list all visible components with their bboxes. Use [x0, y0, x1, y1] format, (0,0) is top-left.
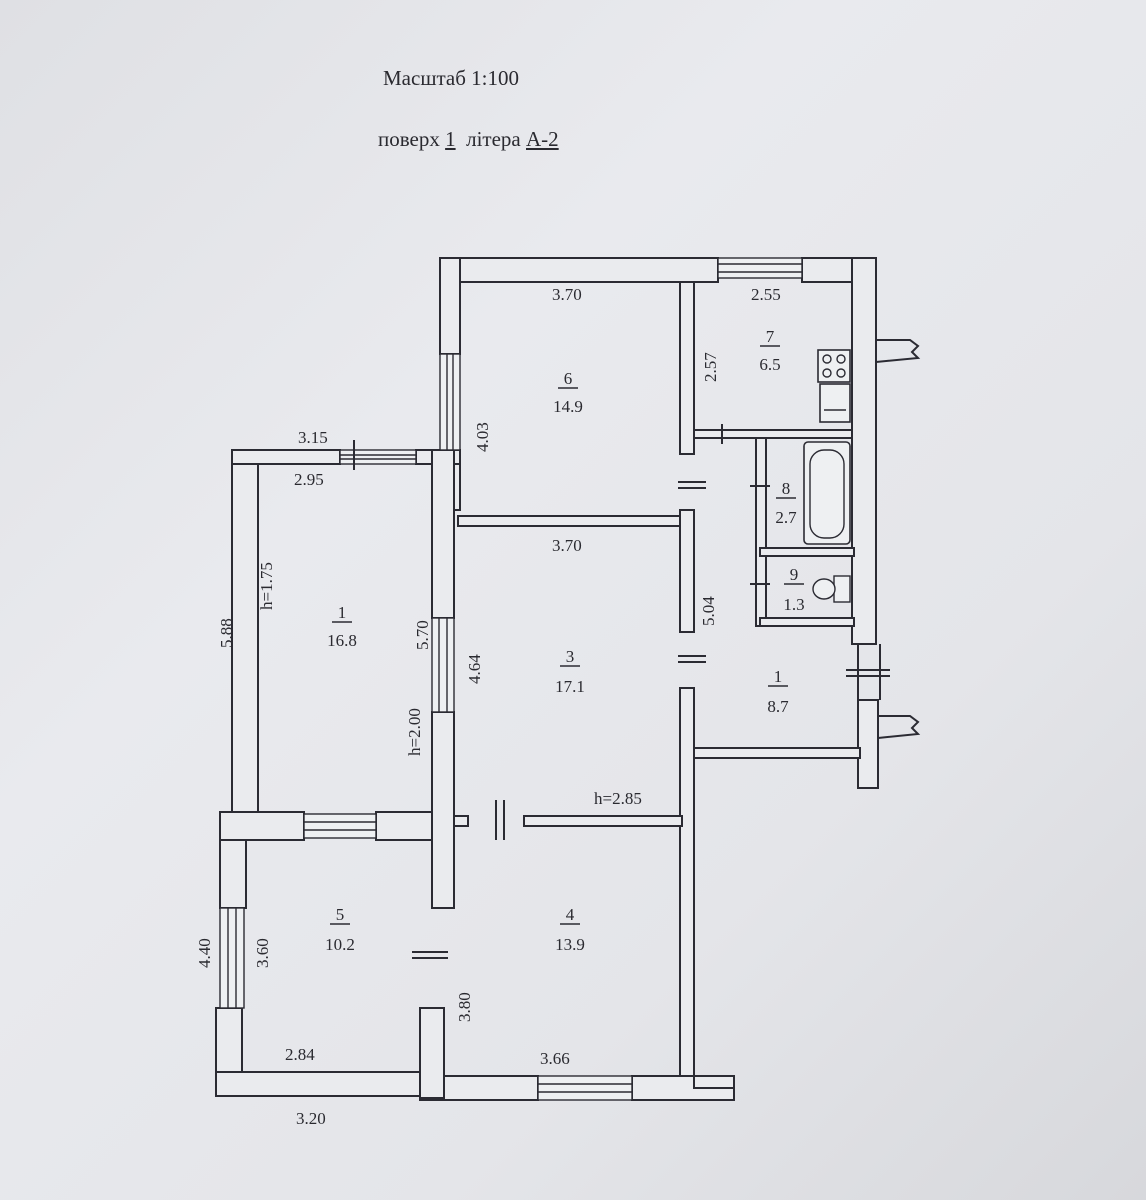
- dim-room6-top: 3.70: [552, 285, 582, 304]
- exterior-walls: [215, 257, 879, 1101]
- window-room1-top: [339, 449, 417, 465]
- letter-label: літера: [466, 127, 521, 151]
- window-room7: [717, 257, 803, 279]
- wall-center-lower: [419, 1007, 445, 1099]
- svg-text:1.3: 1.3: [783, 595, 804, 614]
- svg-text:16.8: 16.8: [327, 631, 357, 650]
- svg-text:9: 9: [790, 565, 799, 584]
- dim-room4-bottom: 3.66: [540, 1049, 570, 1068]
- window-room6-left: [439, 353, 461, 451]
- partition-vertical-middle: [679, 509, 695, 633]
- partition-room7-bottom: [693, 429, 853, 439]
- floor-letter-line: поверх 1 літера А-2: [378, 127, 559, 152]
- dim-corridor-side: 5.04: [699, 596, 718, 626]
- dim-room5-bottom: 2.84: [285, 1045, 315, 1064]
- window-room4-bottom: [537, 1075, 633, 1101]
- room-label-5: 5 10.2: [325, 905, 355, 954]
- entrance-outline: [733, 339, 921, 1100]
- toilet-icon: [812, 575, 851, 603]
- room-label-9: 9 1.3: [783, 565, 804, 614]
- dim-room6-side: 4.03: [473, 422, 492, 452]
- svg-text:3: 3: [566, 647, 575, 666]
- scale-title: Масштаб 1:100: [383, 66, 520, 90]
- room-label-8: 8 2.7: [775, 479, 797, 527]
- wall-room1-room5-left: [219, 811, 305, 841]
- dim-room1-inner-top: 2.95: [294, 470, 324, 489]
- partition-room3-room4-left: [453, 815, 469, 827]
- svg-text:1: 1: [338, 603, 347, 622]
- partition-corridor-bottom: [693, 747, 861, 759]
- partition-vertical-lower: [679, 687, 695, 1077]
- svg-text:6: 6: [564, 369, 573, 388]
- dim-room1-outer-side: 5.88: [217, 618, 236, 648]
- svg-text:4: 4: [566, 905, 575, 924]
- svg-text:6.5: 6.5: [759, 355, 780, 374]
- svg-text:13.9: 13.9: [555, 935, 585, 954]
- svg-text:8: 8: [782, 479, 791, 498]
- dim-room3-top: 3.70: [552, 536, 582, 555]
- dim-room1-height: h=1.75: [257, 562, 276, 610]
- dim-room4-side: 3.80: [455, 992, 474, 1022]
- dim-room7-side: 2.57: [701, 352, 720, 382]
- wall-top-room1-left: [231, 449, 341, 465]
- door-marks: [353, 424, 890, 959]
- interior-walls: [453, 281, 861, 1089]
- svg-text:8.7: 8.7: [767, 697, 789, 716]
- dim-room3-side: 4.64: [465, 654, 484, 684]
- partition-bathroom-left: [755, 437, 767, 627]
- stove-icon: [817, 349, 851, 383]
- dim-room5-inner-side: 3.60: [253, 938, 272, 968]
- wall-top-room6: [439, 257, 719, 283]
- wall-left-room1: [231, 449, 259, 813]
- dim-room1-inner-side: 5.70: [413, 620, 432, 650]
- svg-text:5: 5: [336, 905, 345, 924]
- room-label-1-corridor: 1 8.7: [767, 667, 789, 716]
- partition-wc-bottom: [759, 617, 855, 627]
- wall-left-room6-top: [439, 257, 461, 355]
- svg-text:1: 1: [774, 667, 783, 686]
- dim-window-height: h=2.00: [405, 708, 424, 756]
- wall-center-upper: [431, 449, 455, 619]
- svg-text:10.2: 10.2: [325, 935, 355, 954]
- dim-room3-height: h=2.85: [594, 789, 642, 808]
- wall-center-middle: [431, 711, 455, 909]
- partition-bath-wc: [759, 547, 855, 557]
- partition-vertical-upper: [679, 281, 695, 455]
- room-labels: 6 14.9 7 6.5 1 16.8 3 17.1 8: [325, 327, 805, 954]
- room-label-3: 3 17.1: [555, 647, 585, 696]
- partition-room6-room3: [457, 515, 681, 527]
- letter-value: А-2: [526, 127, 559, 151]
- wall-right-upper: [851, 257, 877, 645]
- dim-room5-outer-side: 4.40: [195, 938, 214, 968]
- svg-text:14.9: 14.9: [553, 397, 583, 416]
- svg-text:17.1: 17.1: [555, 677, 585, 696]
- window-center: [431, 617, 455, 713]
- wall-bottom-room5: [215, 1071, 423, 1097]
- wall-stub-bottom-right: [693, 1075, 735, 1089]
- partition-room3-room4-right: [523, 815, 683, 827]
- wall-right-lower: [857, 699, 879, 789]
- windows: [219, 257, 803, 1101]
- floor-label: поверх: [378, 127, 440, 151]
- svg-text:2.7: 2.7: [775, 508, 797, 527]
- svg-text:7: 7: [766, 327, 775, 346]
- dim-outer-bottom: 3.20: [296, 1109, 326, 1128]
- room-label-7: 7 6.5: [759, 327, 780, 374]
- floor-value: 1: [445, 127, 456, 151]
- dim-room7-top: 2.55: [751, 285, 781, 304]
- room-label-4: 4 13.9: [555, 905, 585, 954]
- window-room5-left: [219, 907, 245, 1009]
- wall-room1-room5-right: [375, 811, 433, 841]
- sink-icon: [819, 383, 851, 423]
- room-label-1-living: 1 16.8: [327, 603, 357, 650]
- dim-room1-outer-top: 3.15: [298, 428, 328, 447]
- room-label-6: 6 14.9: [553, 369, 583, 416]
- dimension-labels: 3.70 2.55 2.57 4.03 3.15 2.95 3.70 h=1.7…: [195, 285, 781, 1128]
- bathtub-icon: [803, 441, 851, 545]
- window-room1-room5: [303, 813, 377, 839]
